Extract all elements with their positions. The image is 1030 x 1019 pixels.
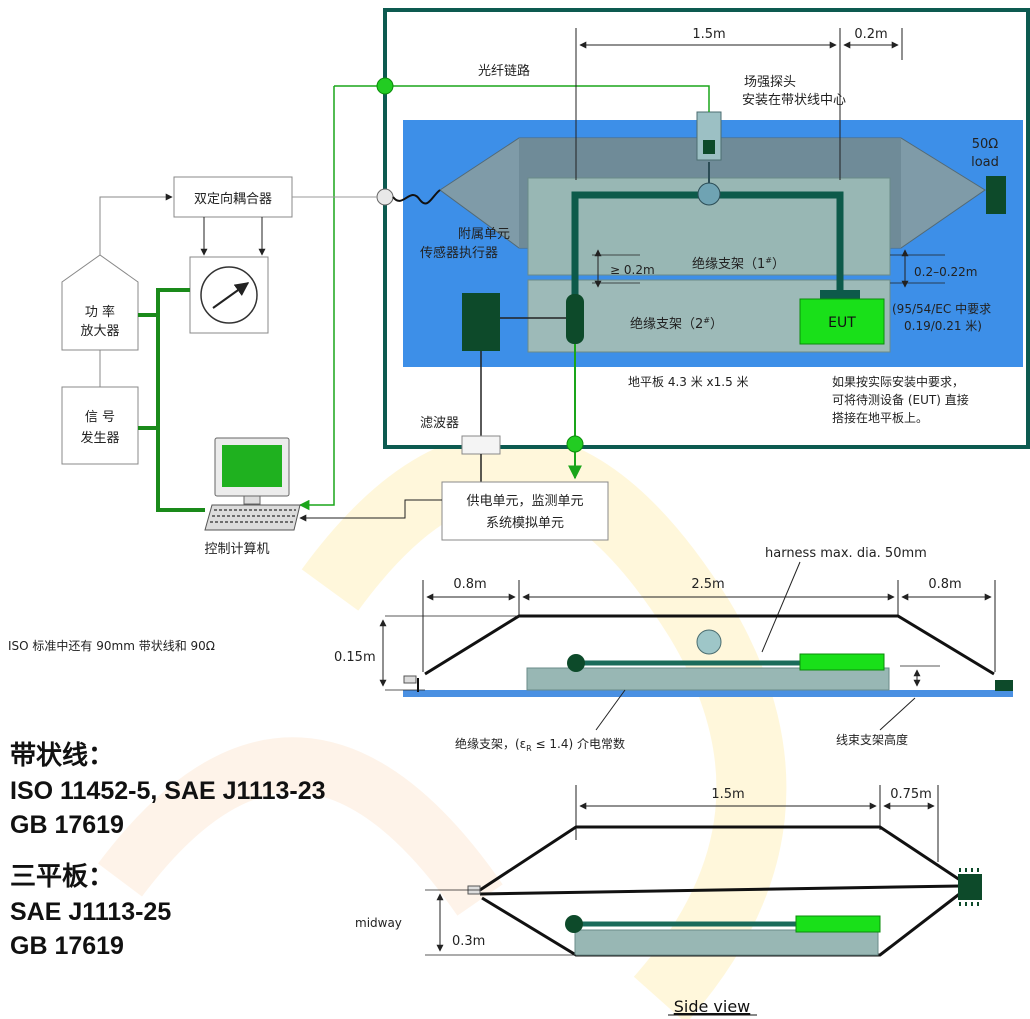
support-1-label: 绝缘支架（1#） [692,256,785,272]
amp-label-1: 功 率 [85,304,115,320]
req-label-1: (95/54/EC 中要求 [892,301,991,316]
eut-box [799,298,885,345]
triplate-harness-end [565,915,583,933]
mid-load [995,680,1013,691]
mid-eut [799,653,885,671]
note-line-1: 如果按实际安装中要求， [832,374,964,389]
rf-cable [392,189,441,205]
dim-mid-left: 0.8m [453,577,486,592]
dim-mid-right: 0.8m [928,577,961,592]
probe-label-1: 场强探头 [744,75,796,90]
dim-bottom-0-75m: 0.75m [890,787,932,802]
computer-label: 控制计算机 [204,542,269,557]
amplifier-box [61,254,139,351]
note-line-3: 搭接在地平板上。 [832,410,928,425]
supply-label-2: 系统模拟单元 [486,516,564,531]
stripline-title: 带状线： [10,740,114,770]
support-dielectric-label: 绝缘支架，(εR ≤ 1.4) 介电常数 [455,736,625,753]
triplate-eut [795,915,881,933]
power-meter-dial [200,266,258,324]
supply-box [441,481,609,541]
middle-side-view: ISO 标准中还有 90mm 带状线和 90Ω 0.8m 2.5m 0.8m h… [8,546,1013,753]
meter-needle [212,282,250,309]
dim-mid-center: 2.5m [691,577,724,592]
fiber-link-line [334,85,710,112]
computer-keyboard [204,504,301,531]
rf-feedthrough [376,188,394,206]
triplate-support [574,929,879,956]
load-label-1: 50Ω [972,137,999,152]
aux-label-1: 附属单元 [458,227,510,242]
eut-label: EUT [828,315,856,331]
aux-label-2: 传感器执行器 [420,245,498,261]
mid-probe [696,629,722,655]
mid-harness-end [567,654,585,672]
gen-label-2: 发生器 [80,430,119,446]
gen-label-1: 信 号 [85,410,115,425]
supply-to-computer-line [299,499,442,522]
probe-label-2: 安装在带状线中心 [742,93,846,108]
side-view-caption: Side view [674,997,751,1016]
mid-ground [403,690,1013,697]
triplate-middle [479,884,961,896]
gap-low-label: ≥ 0.2m [610,263,655,277]
fiber-to-computer [298,86,335,511]
req-label-2: 0.19/0.21 米) [904,319,982,333]
control-bus [138,288,205,512]
signal-generator-box [61,386,139,465]
top-diagram: EUT 1.5m 0.2m 光纤链路 场强探头 安装在带状线中心 50Ω loa… [61,8,1030,557]
filter-box [461,435,501,455]
triplate-std-2: GB 17619 [10,932,124,960]
triplate-top [479,825,961,892]
gap-right-label: 0.2–0.22m [914,265,978,279]
dim-top-1-5m: 1.5m [692,27,725,42]
connector-cylinder [566,294,584,344]
harness-height-label: 线束支架高度 [836,732,908,747]
dim-bottom-1-5m: 1.5m [711,787,744,802]
feedthrough-bottom [566,435,584,453]
load-block [986,176,1006,214]
filter-label: 滤波器 [420,416,459,431]
mid-support [526,667,890,691]
stripline-std-1: ISO 11452-5, SAE J1113-23 [10,777,326,805]
fiber-link-label: 光纤链路 [478,63,530,79]
control-computer [204,437,301,531]
triplate-std-1: SAE J1113-25 [10,898,171,926]
probe-circle [697,182,721,206]
fiber-feedthrough [376,77,394,95]
dim-bottom-0-3m: 0.3m [452,934,485,949]
dim-height: 0.15m [334,650,376,665]
watermark-swirl-2 [98,737,503,916]
standards-block: 带状线： ISO 11452-5, SAE J1113-23 GB 17619 … [10,740,326,960]
amp-label-2: 放大器 [80,324,119,339]
triplate-title: 三平板： [10,861,114,891]
load-label-2: load [971,155,999,170]
triplate-load [958,874,982,900]
computer-screen [222,445,282,487]
note-line-2: 可将待测设备 (EUT) 直接 [832,392,969,407]
probe-sensor [703,140,715,154]
aux-unit [462,293,500,351]
ground-plate-label: 地平板 4.3 米 x1.5 米 [628,375,749,389]
stripline-std-2: GB 17619 [10,811,124,839]
iso-note: ISO 标准中还有 90mm 带状线和 90Ω [8,638,215,653]
dim-top-0-2m: 0.2m [854,27,887,42]
harness-label: harness max. dia. 50mm [765,546,927,561]
supply-label-1: 供电单元，监测单元 [466,494,583,509]
midway-label: midway [355,916,402,930]
bottom-side-view: 1.5m 0.75m midway 0.3m Side view [355,785,982,1016]
coupler-label: 双定向耦合器 [194,191,272,207]
support-2-label: 绝缘支架（2#） [630,316,723,332]
mid-stripline [424,614,995,676]
